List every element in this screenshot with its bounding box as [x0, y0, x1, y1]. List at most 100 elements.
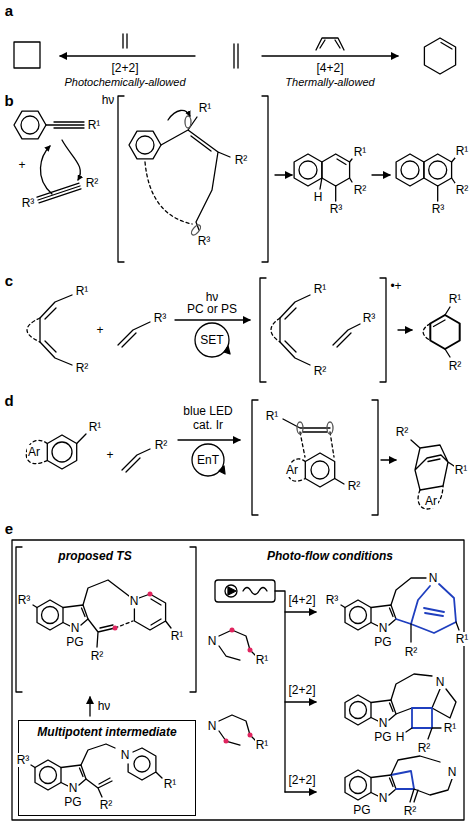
scheme-stroke — [381, 459, 396, 460]
chem-label: H — [395, 730, 406, 744]
scheme-stroke — [345, 695, 396, 725]
scheme-stroke — [406, 728, 441, 739]
chem-label: R¹ — [353, 145, 368, 159]
scheme-stroke — [161, 117, 230, 230]
chem-label: R² — [403, 804, 418, 818]
scheme-stroke — [12, 540, 464, 820]
chem-label: R² — [417, 741, 432, 755]
scheme-stroke — [52, 442, 72, 462]
scheme-stroke — [297, 422, 303, 434]
scheme-stroke — [47, 435, 76, 469]
chem-label: R¹ — [87, 118, 102, 132]
scheme-stroke — [168, 110, 190, 120]
scheme-stroke — [230, 628, 235, 633]
scheme-stroke — [333, 324, 360, 347]
chem-label: N — [435, 675, 446, 689]
scheme-stroke — [31, 744, 115, 768]
scheme-stroke — [192, 444, 224, 476]
scheme-stroke — [372, 174, 390, 175]
chem-label: N — [207, 719, 218, 733]
scheme-stroke — [83, 580, 129, 605]
chem-label: + — [17, 158, 26, 172]
chem-label: N — [120, 748, 131, 762]
scheme-stroke — [423, 324, 430, 341]
scheme-stroke — [62, 140, 80, 180]
scheme-stroke — [16, 547, 196, 692]
chem-label: R¹ — [455, 632, 470, 646]
chem-label: •+ — [389, 279, 402, 293]
scheme-stroke — [280, 295, 310, 365]
scheme-stroke — [145, 162, 192, 224]
scheme-stroke — [88, 619, 115, 647]
scheme-stroke — [252, 400, 378, 515]
scheme-stroke — [424, 154, 452, 186]
chem-label: N — [378, 791, 389, 805]
scheme-stroke — [322, 154, 350, 186]
panel-a-art — [14, 34, 456, 74]
scheme-stroke — [391, 756, 452, 802]
chem-label: N — [378, 621, 389, 635]
scheme-stroke — [441, 43, 452, 50]
scheme-stroke — [14, 111, 46, 139]
chem-label: R² — [90, 649, 105, 663]
panel-letter: e — [4, 520, 14, 537]
panel-letter: c — [4, 272, 14, 289]
scheme-stroke — [320, 159, 352, 201]
chem-label: R¹ — [455, 144, 470, 158]
scheme-stroke — [271, 318, 280, 342]
scheme-stroke — [305, 453, 334, 487]
chem-label: R³ — [21, 196, 36, 210]
chem-label: cat. Ir — [192, 418, 224, 432]
chem-label: R³ — [431, 202, 446, 216]
chem-label: Ar — [27, 445, 41, 459]
chem-label: R³ — [329, 202, 344, 216]
scheme-stroke — [243, 588, 267, 595]
scheme-stroke — [300, 432, 334, 457]
scheme-stroke — [412, 708, 432, 728]
scheme-stroke — [215, 580, 275, 602]
chem-label: R³ — [362, 311, 377, 325]
scheme-stroke — [285, 791, 316, 792]
chem-label: + — [95, 323, 104, 337]
reaction-note: Thermally-allowed — [284, 75, 375, 89]
scheme-stroke — [396, 154, 424, 186]
scheme-stroke — [311, 461, 329, 479]
chem-label: R¹ — [75, 284, 90, 298]
scheme-stroke — [228, 587, 236, 595]
scheme-stroke — [175, 319, 250, 320]
scheme-stroke — [411, 440, 454, 490]
chem-label: [4+2] — [287, 593, 316, 607]
scheme-stroke — [134, 594, 171, 630]
scheme-stroke — [401, 161, 419, 179]
scheme-stroke — [285, 701, 316, 702]
scheme-stroke — [27, 318, 40, 342]
chem-label: Ar — [424, 494, 438, 508]
chem-label: R¹ — [454, 463, 469, 477]
chem-label: N — [70, 621, 81, 635]
scheme-stroke — [398, 329, 412, 330]
scheme-stroke — [434, 307, 451, 357]
scheme-stroke — [316, 38, 344, 50]
scheme-stroke — [86, 778, 112, 797]
scheme-stroke — [262, 55, 398, 56]
chem-label: blue LED — [182, 404, 233, 418]
chem-label: R¹ — [255, 738, 270, 752]
chem-label: R³ — [325, 593, 340, 607]
scheme-stroke — [248, 648, 253, 653]
scheme-stroke — [283, 419, 344, 484]
scheme-stroke — [37, 183, 81, 203]
chem-label: R² — [234, 153, 249, 167]
panel-letter: a — [4, 2, 14, 19]
chem-label: PG — [352, 803, 371, 817]
scheme-stroke — [396, 584, 456, 633]
scheme-stroke — [195, 323, 229, 357]
chem-label: N — [207, 634, 218, 648]
scheme-stroke — [21, 116, 39, 134]
scheme-stroke — [260, 278, 386, 382]
chem-label: Ar — [285, 463, 299, 477]
chem-label: R² — [455, 183, 470, 197]
scheme-stroke — [411, 622, 459, 642]
chem-label: R³ — [17, 593, 32, 607]
scheme-stroke — [248, 733, 253, 738]
